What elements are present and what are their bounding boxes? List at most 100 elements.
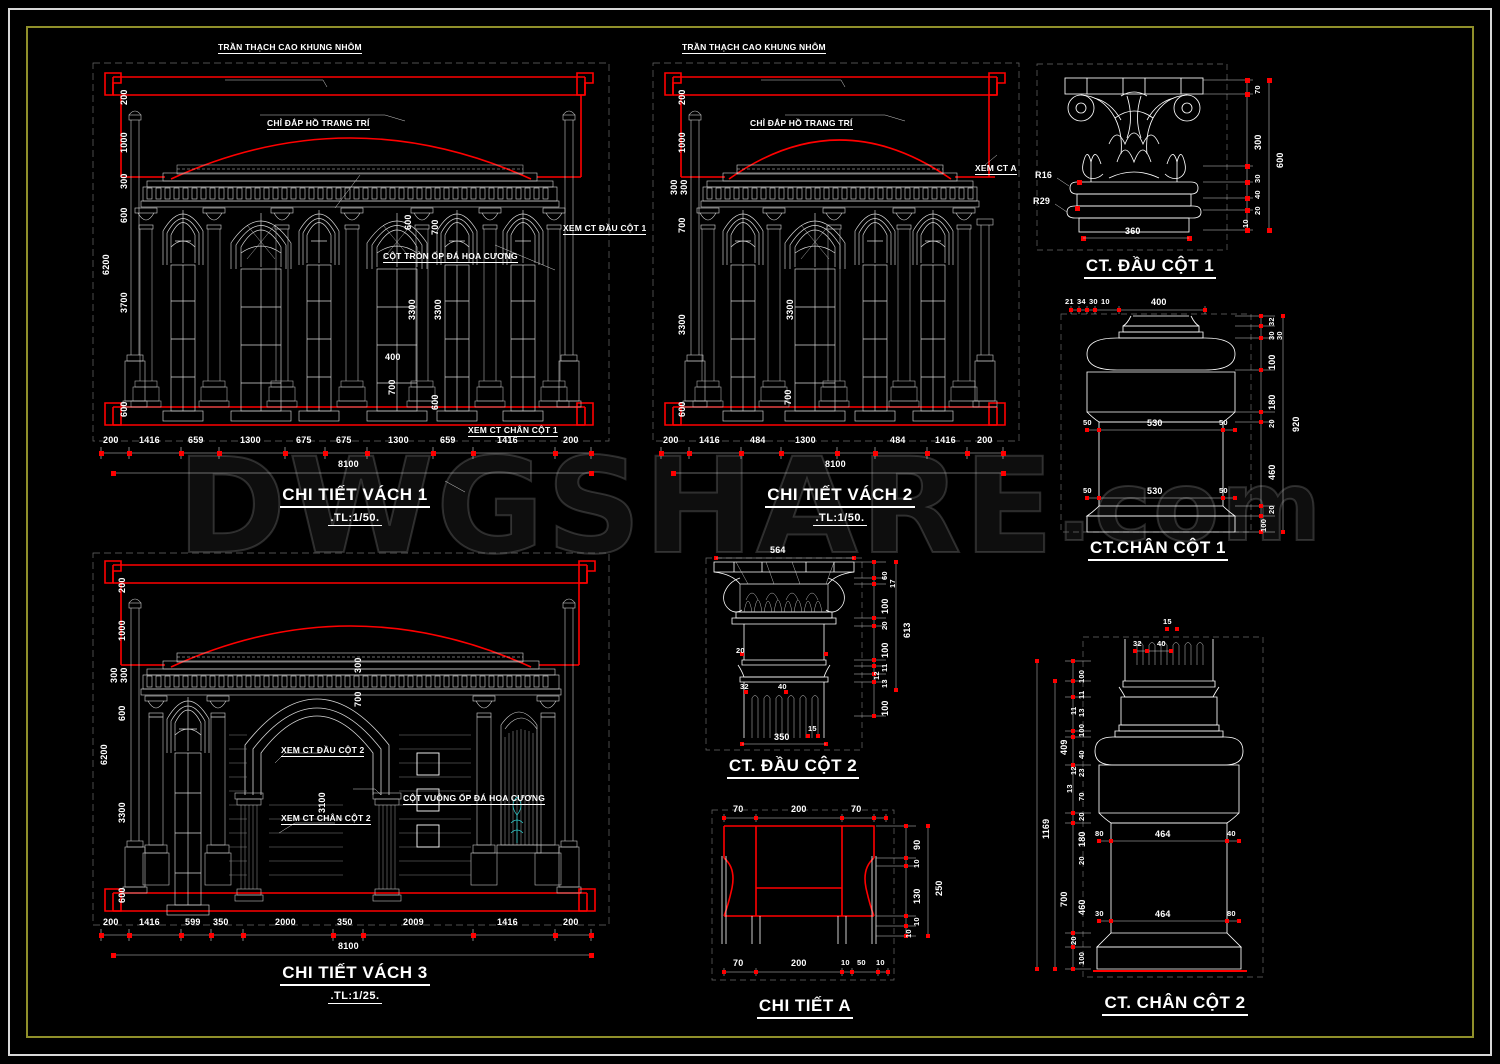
dim-total: 8100 bbox=[825, 459, 846, 469]
vach1-drawing bbox=[92, 62, 610, 493]
dim-value: 1300 bbox=[388, 435, 409, 445]
title-sub: .TL:1/25. bbox=[328, 990, 382, 1004]
dim-value: 600 bbox=[117, 705, 127, 721]
dim-value: 1416 bbox=[497, 435, 518, 445]
dim-value: 3700 bbox=[119, 292, 129, 313]
note-column-2: CỘT VUÔNG ỐP ĐÁ HOA CƯƠNG bbox=[403, 793, 546, 805]
dim-value: 10 bbox=[841, 958, 850, 967]
dim-value: 1300 bbox=[240, 435, 261, 445]
dim-total: 250 bbox=[934, 880, 944, 896]
dim-value: 400 bbox=[385, 352, 401, 362]
panel-dau-cot-1: 70 300 30 40 20 10 600 360 R16 R29 CT. Đ… bbox=[1025, 58, 1315, 288]
dim-value: 70 bbox=[851, 804, 862, 814]
vach3-overall-dim bbox=[111, 953, 594, 958]
dim-value: 40 bbox=[1253, 190, 1262, 199]
title-sub: .TL:1/50. bbox=[328, 512, 382, 526]
title-main: CHI TIẾT A bbox=[756, 996, 854, 1019]
panel-title-dau-cot-2: CT. ĐẦU CỘT 2 bbox=[693, 756, 893, 779]
dim-value: 360 bbox=[1125, 226, 1141, 236]
panel-vach-3: 200 1416 599 350 2000 350 2009 1416 200 … bbox=[85, 545, 625, 1015]
note-column: CỘT TRÒN ỐP ĐÁ HOA CƯƠNG bbox=[383, 251, 518, 263]
dim-value: 200 bbox=[563, 435, 579, 445]
dim-value: 13 bbox=[880, 679, 889, 688]
dim-value: 700 bbox=[783, 389, 793, 405]
dim-value: 600 bbox=[119, 207, 129, 223]
dim-total: 613 bbox=[902, 622, 912, 638]
note-see-base-2: XEM CT CHÂN CỘT 2 bbox=[281, 813, 371, 825]
dim-value: 300 bbox=[119, 667, 129, 683]
dim-value: 3300 bbox=[407, 299, 417, 320]
dim-value: 40 bbox=[1077, 750, 1086, 759]
dim-value: 600 bbox=[117, 887, 127, 903]
dim-value: 180 bbox=[1077, 831, 1087, 847]
dim-value: 50 bbox=[1083, 418, 1092, 427]
note-see-a: XEM CT A bbox=[975, 163, 1017, 175]
note-see-capital: XEM CT ĐẦU CỘT 1 bbox=[563, 223, 647, 235]
dim-value: 40 bbox=[778, 682, 787, 691]
dim-value: 30 bbox=[1095, 909, 1104, 918]
dim-value: 40 bbox=[1227, 829, 1236, 838]
note-decor: CHỈ ĐẮP HỒ TRANG TRÍ bbox=[267, 118, 370, 130]
dim-left-total: 6200 bbox=[99, 744, 109, 765]
panel-dau-cot-2: 564 60 17 100 20 100 11 12 13 100 613 20… bbox=[688, 545, 958, 788]
dim-value: 20 bbox=[1267, 419, 1276, 428]
chi-tiet-a-drawing bbox=[711, 809, 930, 981]
dim-value: 70 bbox=[733, 958, 744, 968]
dim-value: 50 bbox=[1219, 486, 1228, 495]
dim-value: 409 bbox=[1059, 739, 1069, 755]
dim-value: 10 bbox=[876, 958, 885, 967]
dim-value: 675 bbox=[336, 435, 352, 445]
note-see-base: XEM CT CHÂN CỘT 1 bbox=[468, 425, 558, 437]
dim-value: 70 bbox=[1077, 792, 1086, 801]
dim-value: 32 bbox=[740, 682, 749, 691]
chan-cot-1-drawing bbox=[1060, 306, 1285, 534]
dim-value: 675 bbox=[296, 435, 312, 445]
dim-value: 659 bbox=[188, 435, 204, 445]
dim-value: 3300 bbox=[785, 299, 795, 320]
dim-value: 1416 bbox=[497, 917, 518, 927]
dim-value: 2009 bbox=[403, 917, 424, 927]
dim-value: 30 bbox=[1089, 297, 1098, 306]
dim-value: 350 bbox=[337, 917, 353, 927]
panel-title-chan-cot-2: CT. CHÂN CỘT 2 bbox=[1075, 993, 1275, 1016]
dim-value: 15 bbox=[808, 724, 817, 733]
dim-value: 20 bbox=[1253, 206, 1262, 215]
dim-value: 530 bbox=[1147, 486, 1163, 496]
dim-value: 200 bbox=[103, 917, 119, 927]
dim-value: 10 bbox=[912, 859, 921, 868]
dim-value: 32 bbox=[1133, 639, 1142, 648]
dim-value: 180 bbox=[1267, 394, 1277, 410]
dim-value: 100 bbox=[1077, 669, 1086, 683]
dim-value: 3100 bbox=[317, 792, 327, 813]
panel-title-vach3: CHI TIẾT VÁCH 3 .TL:1/25. bbox=[245, 963, 465, 1004]
panel-vach-2: 200 1416 484 1300 484 1416 200 8100 200 … bbox=[645, 42, 1035, 535]
dim-value: 100 bbox=[880, 700, 890, 716]
dim-total: 600 bbox=[1275, 152, 1285, 168]
dim-value: 300 bbox=[353, 657, 363, 673]
title-main: CT.CHÂN CỘT 1 bbox=[1088, 538, 1228, 561]
dim-value: 100 bbox=[880, 598, 890, 614]
dim-value: 50 bbox=[1219, 418, 1228, 427]
note-see-capital-2: XEM CT ĐẦU CỘT 2 bbox=[281, 745, 365, 757]
dim-value: 300 bbox=[679, 179, 689, 195]
dim-value: 600 bbox=[403, 214, 413, 230]
note-ceiling: TRẦN THẠCH CAO KHUNG NHÔM bbox=[218, 42, 362, 54]
dim-total: 1169 bbox=[1041, 818, 1051, 839]
dim-value: 300 bbox=[119, 173, 129, 189]
dim-value: 11 bbox=[1077, 690, 1086, 699]
dim-value: 659 bbox=[440, 435, 456, 445]
vach3-drawing bbox=[92, 552, 610, 941]
dim-value: 70 bbox=[733, 804, 744, 814]
dim-value: 11 bbox=[880, 663, 889, 672]
dim-value: 200 bbox=[663, 435, 679, 445]
dim-value: 34 bbox=[1077, 297, 1086, 306]
dim-value: 530 bbox=[1147, 418, 1163, 428]
dim-value: 3300 bbox=[433, 299, 443, 320]
dim-value: 13 bbox=[1065, 784, 1074, 793]
dim-value: 80 bbox=[1095, 829, 1104, 838]
vach2-drawing bbox=[652, 62, 1020, 459]
title-main: CT. CHÂN CỘT 2 bbox=[1102, 993, 1248, 1016]
dim-value: 300 bbox=[669, 179, 679, 195]
note-ceiling: TRẦN THẠCH CAO KHUNG NHÔM bbox=[682, 42, 826, 54]
